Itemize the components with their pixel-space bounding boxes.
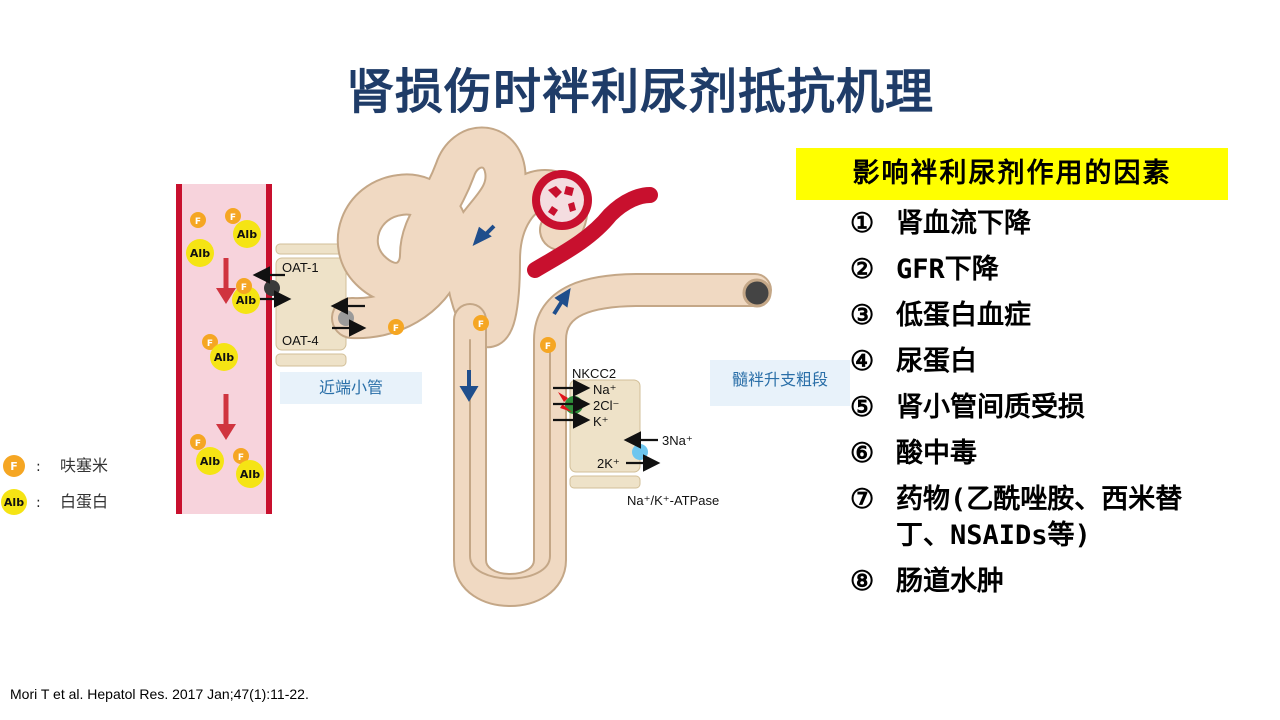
tubular-flow-arrows (459, 224, 571, 402)
albumin-particle (186, 239, 214, 267)
furosemide-label: F (545, 342, 551, 352)
furosemide-label: F (195, 439, 201, 449)
furosemide-particle (202, 334, 218, 350)
atpase-label: Na⁺/K⁺-ATPase (627, 493, 719, 508)
albumin-label: Alb (237, 228, 257, 241)
nephron-tubule (331, 126, 772, 607)
furosemide-label: F (393, 324, 399, 334)
furosemide-label: F (230, 213, 236, 223)
factors-header: 影响袢利尿剂作用的因素 (796, 148, 1228, 200)
svg-text::: : (36, 495, 41, 511)
furosemide-label: F (207, 339, 213, 349)
atpase-pump (632, 444, 648, 460)
furosemide-particle (540, 337, 556, 353)
albumin-label: Alb (236, 294, 256, 307)
furosemide-particle (225, 208, 241, 224)
k-label: K⁺ (593, 414, 609, 429)
furosemide-label: F (195, 217, 201, 227)
albumin-label: Alb (200, 455, 220, 468)
furosemide-particle (233, 448, 249, 464)
furosemide-particle (236, 278, 252, 294)
legend-albumin-text: 白蛋白 (60, 492, 109, 511)
na-label: Na⁺ (593, 382, 616, 397)
nkcc2-label: NKCC2 (572, 366, 616, 381)
oat4-label: OAT-4 (282, 333, 319, 348)
furosemide-label: F (241, 283, 247, 293)
proximal-tubule-label: 近端小管 (280, 372, 422, 404)
vessel-particles: F F Alb Alb Alb F F Alb F Alb F Alb (186, 208, 264, 488)
oat1-transporter (264, 280, 280, 296)
furosemide-legend-icon: F : (3, 455, 41, 477)
furosemide-label: F (238, 453, 244, 463)
albumin-particle (236, 460, 264, 488)
albumin-label: Alb (214, 351, 234, 364)
furosemide-label: F (478, 320, 484, 330)
svg-text:F: F (10, 460, 18, 473)
cl-label: 2Cl⁻ (593, 398, 619, 413)
k2-label: 2K⁺ (597, 456, 620, 471)
furosemide-particle (388, 319, 404, 335)
glomerulus (527, 170, 658, 278)
albumin-particle (196, 447, 224, 475)
tubule-particles: F F F (388, 315, 556, 353)
legend-albumin: Alb : 白蛋白 (0, 488, 109, 515)
blood-flow-arrows (216, 258, 236, 440)
svg-text::: : (36, 459, 41, 475)
na3-label: 3Na⁺ (662, 433, 693, 448)
furosemide-particle (473, 315, 489, 331)
legend-furosemide: F : 呋塞米 (0, 452, 109, 477)
citation: Mori T et al. Hepatol Res. 2017 Jan;47(1… (10, 686, 309, 702)
oat4-transporter (338, 310, 354, 326)
oat1-label: OAT-1 (282, 260, 319, 275)
furosemide-particle (190, 434, 206, 450)
transport-arrows (252, 266, 661, 472)
albumin-label: Alb (190, 247, 210, 260)
albumin-particle (232, 286, 260, 314)
thick-limb-label: 髓袢升支粗段 (710, 360, 850, 406)
furosemide-particle (190, 212, 206, 228)
svg-text:Alb: Alb (4, 496, 24, 509)
albumin-particle (210, 343, 238, 371)
proximal-tubule-cells (275, 243, 347, 367)
albumin-particle (233, 220, 261, 248)
albumin-label: Alb (240, 468, 260, 481)
page-title: 肾损伤时袢利尿剂抵抗机理 (345, 64, 934, 120)
legend-furosemide-text: 呋塞米 (60, 456, 109, 475)
nkcc2-block-icon (558, 392, 572, 412)
albumin-legend-icon: Alb : (1, 489, 41, 515)
